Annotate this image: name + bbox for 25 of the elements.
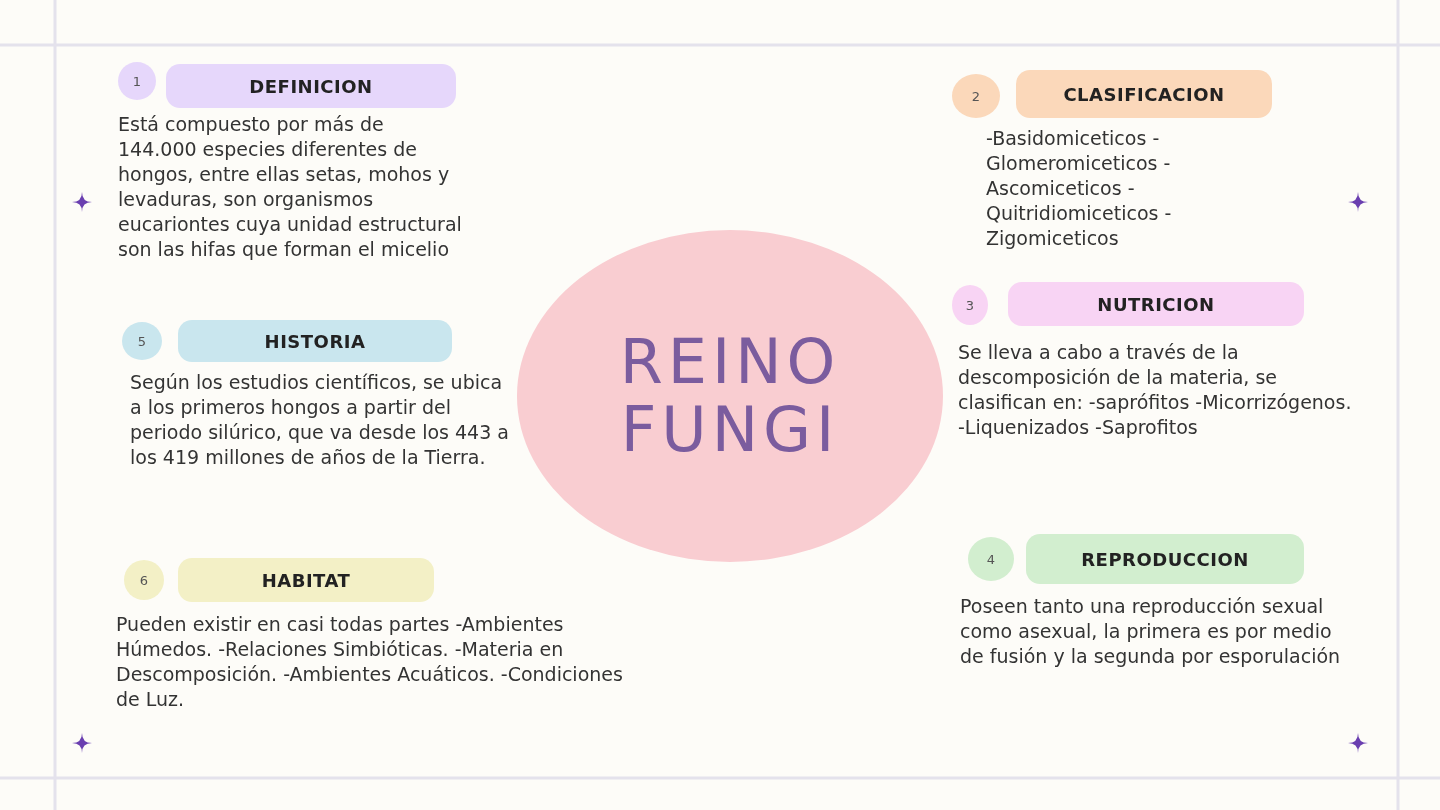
badge-number: 3 — [965, 297, 975, 313]
badge-number: 6 — [139, 572, 149, 588]
number-badge — [952, 74, 1000, 118]
body-text: Pueden existir en casi todas partes -Ambientes Húmedos. -Relaciones Simbióticas. -Materia en Descomposición. -Ambientes Acuáticos. -Condiciones de Luz. — [116, 612, 624, 713]
body-text: Está compuesto por más de 144.000 especies diferentes de hongos, entre ellas setas, mohos y levaduras, son organismos eucariontes cuya unidad estructural son las hifas que forman el micelio — [118, 112, 463, 263]
body-text: Según los estudios científicos, se ubica a los primeros hongos a partir del periodo silúrico, que va desde los 443 a los 419 millones de años de la Tierra. — [130, 370, 510, 471]
number-badge — [124, 560, 164, 600]
heading-text: REINO FUNGI — [618, 327, 842, 465]
number-badge — [952, 285, 988, 325]
heading-text: DEFINICION — [249, 75, 373, 97]
heading-text: NUTRICION — [1097, 293, 1215, 315]
body-text: Se lleva a cabo a través de la descomposición de la materia, se clasifican en: -saprófitos -Micorrizógenos. -Liquenizados -Saprofitos — [958, 340, 1353, 441]
number-badge — [122, 322, 162, 360]
heading-text: REPRODUCCION — [1081, 548, 1249, 570]
heading-text: HABITAT — [261, 569, 351, 591]
number-badge — [968, 537, 1014, 581]
heading-text: HISTORIA — [264, 330, 366, 352]
number-badge — [118, 62, 156, 100]
body-text: -Basidomiceticos -Glomeromiceticos -Ascomiceticos -Quitridiomiceticos - Zigomiceticos — [986, 126, 1173, 252]
body-text: Poseen tanto una reproducción sexual como asexual, la primera es por medio de fusión y la segunda por esporulación — [960, 594, 1342, 670]
badge-number: 5 — [137, 333, 147, 349]
badge-number: 4 — [986, 551, 996, 567]
badge-number: 2 — [971, 88, 981, 104]
badge-number: 1 — [132, 73, 142, 89]
heading-text: CLASIFICACION — [1063, 83, 1225, 105]
